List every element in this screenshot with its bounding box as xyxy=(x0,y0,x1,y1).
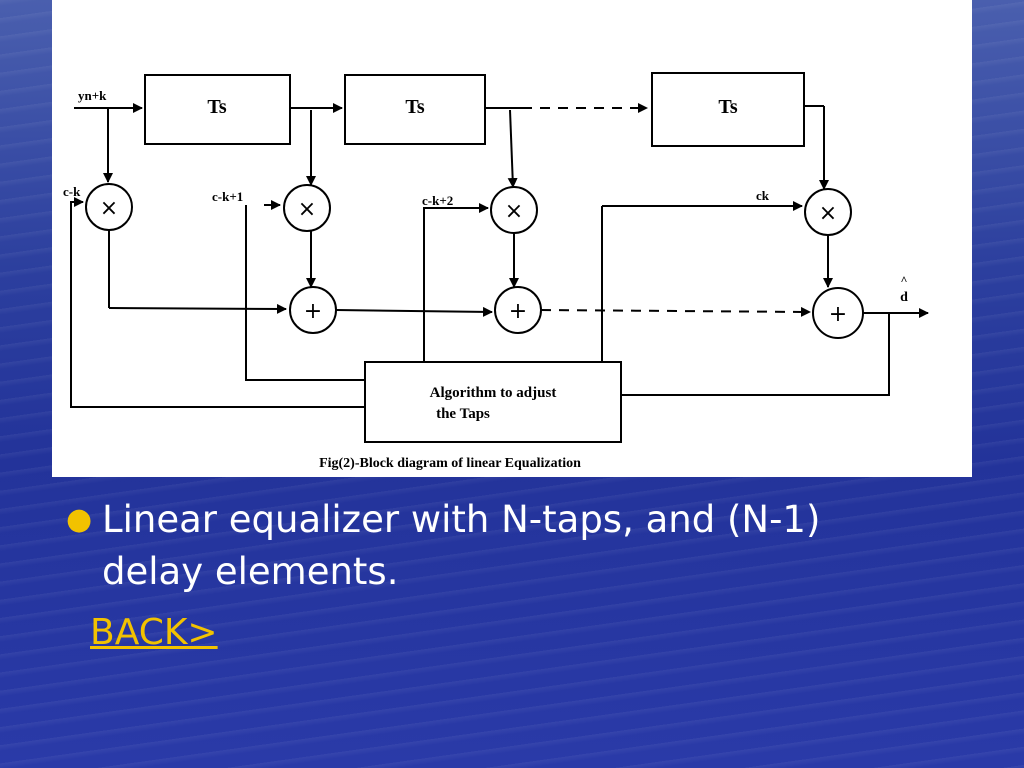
multiplier-2 xyxy=(283,184,331,232)
adder1-to-adder2 xyxy=(335,306,493,317)
delay-label-1: Ts xyxy=(207,96,227,118)
figure-caption: Fig(2)-Block diagram of linear Equalizat… xyxy=(319,456,581,471)
tap-label-2: c-k+1 xyxy=(212,189,243,204)
delay-box-1 xyxy=(144,74,291,145)
algorithm-label-line2: the Taps xyxy=(436,406,490,422)
delay-box-2 xyxy=(344,74,486,145)
tap-label-1: c-k xyxy=(63,184,81,199)
mult-symbol-3: × xyxy=(505,199,523,224)
block-diagram-figure: × × × × + + + Ts Ts Ts yn+k c-k c-k+1 c-… xyxy=(52,0,972,477)
mult-symbol-1: × xyxy=(100,196,118,221)
adder-symbol-2: + xyxy=(509,299,527,324)
bullet-icon: ● xyxy=(66,502,93,537)
delay-box-3 xyxy=(651,72,805,147)
feedback-tap-1 xyxy=(70,202,365,408)
mult1-to-adder1 xyxy=(108,303,287,314)
output-label: d xyxy=(900,290,908,305)
feedback-tap-2 xyxy=(245,205,365,381)
dashed-adder-chain xyxy=(540,306,811,317)
bullet-line-1: Linear equalizer with N-taps, and (N-1) xyxy=(102,498,821,541)
output-hat: ^ xyxy=(901,273,908,287)
algorithm-box xyxy=(364,361,622,443)
adder-symbol-3: + xyxy=(829,302,847,327)
delay-label-3: Ts xyxy=(718,96,738,118)
adder-symbol-1: + xyxy=(304,299,322,324)
delay-label-2: Ts xyxy=(405,96,425,118)
feedback-tap-3 xyxy=(423,207,476,362)
algorithm-label-line1: Algorithm to adjust xyxy=(430,385,557,401)
mult-symbol-4: × xyxy=(819,201,837,226)
bullet-item: Linear equalizer with N-taps, and (N-1) … xyxy=(102,494,942,598)
block-diagram-svg: × × × × + + + Ts Ts Ts yn+k c-k c-k+1 c-… xyxy=(63,72,929,471)
tap-label-3: c-k+2 xyxy=(422,193,453,208)
output-feedback xyxy=(621,313,890,396)
mult-symbol-2: × xyxy=(298,197,316,222)
delay2-to-mult3 xyxy=(507,109,518,188)
tap-label-4: ck xyxy=(756,188,770,203)
back-link[interactable]: BACK> xyxy=(90,612,218,653)
input-label: yn+k xyxy=(78,88,107,103)
bullet-line-2: delay elements. xyxy=(102,550,399,593)
